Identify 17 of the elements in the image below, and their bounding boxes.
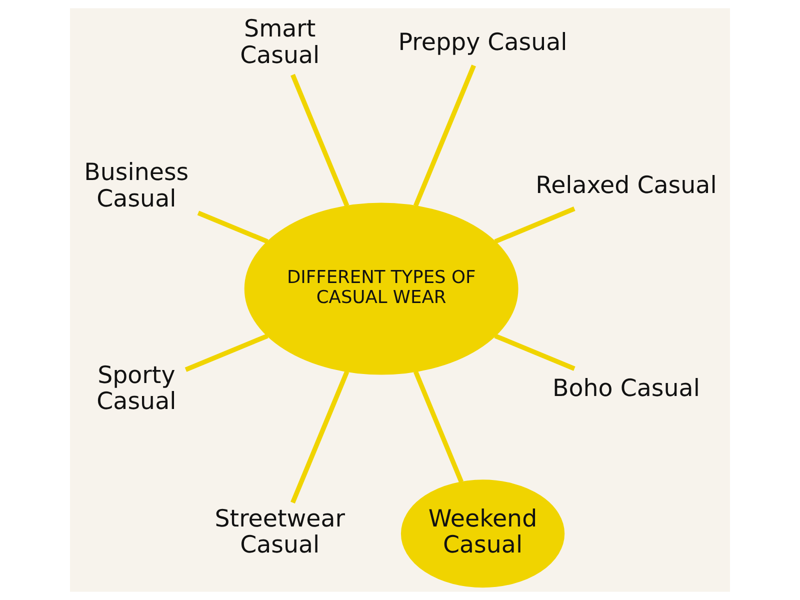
node-text: Streetwear Casual: [214, 504, 346, 559]
node-text: Sporty Casual: [96, 361, 176, 416]
node-text: Business Casual: [84, 158, 189, 212]
connector: [413, 64, 476, 207]
connector: [494, 334, 576, 371]
node-ellipse: DIFFERENT TYPES OF CASUAL WEAR: [244, 202, 518, 375]
connector: [290, 74, 350, 207]
node-ellipse: Weekend Casual: [400, 480, 565, 588]
node-text: Relaxed Casual: [536, 171, 717, 200]
node-text: Smart Casual: [240, 14, 320, 69]
connector: [290, 370, 350, 504]
connector: [184, 334, 268, 372]
connector: [494, 206, 576, 244]
node-text: Boho Casual: [552, 374, 700, 402]
connector: [197, 210, 268, 244]
node-text: Preppy Casual: [398, 28, 568, 56]
connector: [413, 370, 464, 483]
